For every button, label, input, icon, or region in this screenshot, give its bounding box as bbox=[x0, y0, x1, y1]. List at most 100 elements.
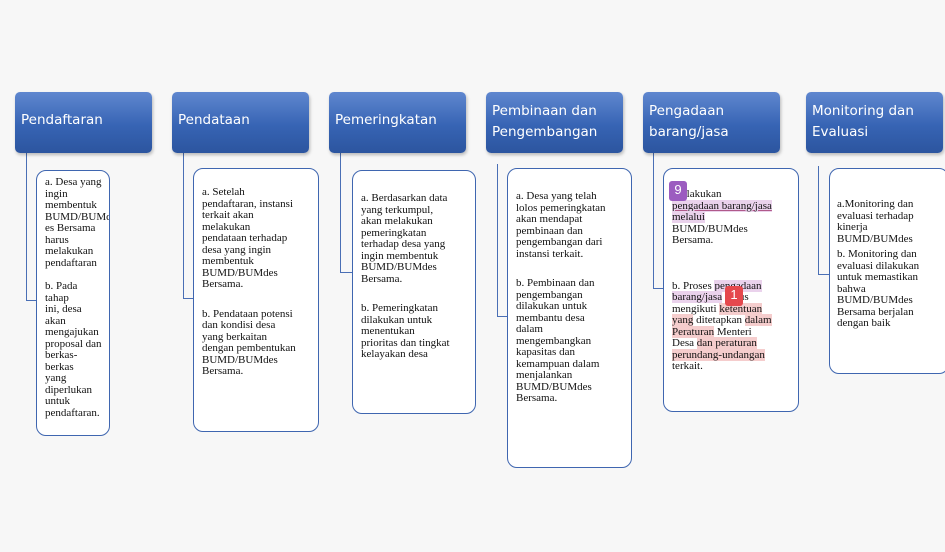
card-paragraph-b: b. Pemeringkatan dilakukan untuk menentu… bbox=[361, 302, 469, 361]
header-line: Pembinaan dan bbox=[492, 103, 597, 119]
text-line: pendaftaran, instansi bbox=[202, 197, 294, 210]
text-line: dengan pembentukan bbox=[202, 342, 296, 354]
text-line: dengan baik bbox=[837, 317, 891, 329]
text-line: pemeringkatan bbox=[361, 226, 427, 239]
connector-2 bbox=[183, 152, 196, 299]
text-line: BUMD/BUMdes bbox=[672, 222, 748, 235]
text-line: Bersama berjalan bbox=[837, 305, 914, 318]
text-line: b. Pendataan potensi bbox=[202, 307, 293, 320]
text-line: BUMD/BUMdes bbox=[837, 232, 913, 245]
text-line: a. Setelah bbox=[202, 186, 245, 198]
text-line: yang berkaitan bbox=[202, 330, 268, 343]
text-line: yang terkumpul, bbox=[361, 203, 434, 216]
stage-header-pemeringkatan: Pemeringkatan bbox=[329, 92, 466, 153]
card-paragraph-b: b. Monitoring dan evaluasi dilakukan unt… bbox=[837, 248, 942, 330]
text-line: kinerja bbox=[837, 221, 868, 233]
stage-card-pembinaan: a. Desa yang telah lolos pemeringkatan a… bbox=[507, 168, 632, 468]
stage-card-pendaftaran: a. Desa yang ingin membentuk BUMD/BUMd e… bbox=[36, 170, 110, 436]
text-line: a. Berdasarkan data bbox=[361, 192, 448, 204]
text-line: ditetapkan bbox=[693, 314, 745, 326]
text-line: instansi terkait. bbox=[516, 247, 584, 260]
text-line: dan kondisi desa bbox=[202, 319, 276, 331]
text-line: BUMD/BUMdes bbox=[361, 261, 437, 273]
header-line: Pendaftaran bbox=[21, 112, 103, 128]
text-line: pendaftaran bbox=[45, 256, 97, 269]
text-line: kelayakan desa bbox=[361, 348, 428, 360]
text-line: ingin bbox=[45, 187, 68, 200]
card-paragraph-b: b. Pada tahap ini, desa akan mengajukan … bbox=[45, 280, 103, 419]
stage-header-monitoring: Monitoring dan Evaluasi bbox=[806, 92, 943, 153]
text-line: kapasitas dan bbox=[516, 346, 575, 358]
text-line: menjalankan bbox=[516, 369, 573, 381]
text-line: diperlukan bbox=[45, 383, 93, 396]
text-line: untuk bbox=[45, 395, 71, 407]
text-line: Bersama. bbox=[361, 272, 403, 285]
stage-header-pendataan: Pendataan bbox=[172, 92, 309, 153]
text-line: BUMD/BUMdes bbox=[516, 380, 592, 393]
connector-4 bbox=[497, 164, 510, 317]
text-line: Bersama. bbox=[516, 392, 558, 404]
text-line: akan melakukan bbox=[361, 215, 433, 227]
text-line: mengajukan bbox=[45, 326, 99, 338]
stage-card-pendataan: a. Setelah pendaftaran, instansi terkait… bbox=[193, 168, 319, 432]
text-line: evaluasi dilakukan bbox=[837, 259, 920, 272]
text-line: pendaftaran. bbox=[45, 406, 100, 419]
stage-header-pengadaan: Pengadaan barang/jasa bbox=[643, 92, 780, 153]
header-line: Pemeringkatan bbox=[335, 112, 437, 128]
text-line: melakukan bbox=[202, 220, 251, 233]
highlighted-text: pengadaan barang/jasa bbox=[672, 199, 772, 212]
header-line: Pengembangan bbox=[492, 124, 598, 140]
highlighted-text: melalui bbox=[672, 211, 705, 223]
card-paragraph-a: a. Desa yang ingin membentuk BUMD/BUMd e… bbox=[45, 176, 109, 269]
text-line: terkait. bbox=[672, 360, 703, 372]
text-line: berkas-berkas bbox=[45, 349, 78, 373]
text-line: membentuk bbox=[202, 255, 254, 267]
text-line: terhadap desa yang bbox=[361, 238, 446, 250]
text-line: dalam bbox=[516, 323, 543, 335]
header-line: Pengadaan bbox=[649, 103, 725, 119]
annotation-badge-1[interactable]: 1 bbox=[725, 286, 743, 306]
text-line: b. Pemeringkatan bbox=[361, 302, 438, 314]
text-line: proposal dan bbox=[45, 337, 102, 350]
text-line: ingin membentuk bbox=[361, 249, 439, 262]
text-line: yang bbox=[45, 372, 67, 384]
card-paragraph-b: b. Pendataan potensi dan kondisi desa ya… bbox=[202, 307, 312, 378]
text-line: menentukan bbox=[361, 325, 415, 337]
text-line: akan mendapat bbox=[516, 213, 583, 225]
card-paragraph-b: b. Pembinaan dan pengembangan dilakukan … bbox=[516, 277, 625, 405]
text-line: BUMD/BUMdes bbox=[837, 294, 913, 306]
text-line: ini, desa akan bbox=[45, 303, 82, 327]
connector-6 bbox=[818, 166, 831, 275]
text-line: dilakukan untuk bbox=[516, 300, 588, 312]
stage-header-pembinaan: Pembinaan dan Pengembangan bbox=[486, 92, 623, 153]
text-line: Desa bbox=[672, 337, 697, 349]
text-line: bahwa bbox=[837, 282, 866, 295]
text-line: BUMD/BUMdes bbox=[202, 266, 278, 279]
text-line: dilakukan untuk bbox=[361, 313, 433, 326]
stage-card-pemeringkatan: a. Berdasarkan data yang terkumpul, akan… bbox=[352, 170, 476, 414]
header-line: barang/jasa bbox=[649, 124, 729, 140]
text-line: harus bbox=[45, 233, 69, 246]
text-line: a. Desa yang telah bbox=[516, 190, 597, 202]
highlighted-text: Peraturan bbox=[672, 325, 715, 338]
text-line: pendataan terhadap bbox=[202, 232, 288, 244]
highlighted-text: dan peraturan bbox=[696, 337, 757, 349]
text-line: kemampuan dalam bbox=[516, 357, 600, 370]
text-line: BUMD/BUMdes bbox=[202, 353, 278, 366]
text-line: Bersama. bbox=[202, 365, 244, 377]
text-line: membentuk bbox=[45, 199, 97, 211]
connector-3 bbox=[340, 152, 355, 273]
card-paragraph-a: a. Setelah pendaftaran, instansi terkait… bbox=[202, 186, 312, 291]
text-line: prioritas dan tingkat bbox=[361, 336, 450, 349]
annotation-badge-9[interactable]: 9 bbox=[669, 181, 687, 201]
header-line: Evaluasi bbox=[812, 124, 869, 140]
stage-header-pendaftaran: Pendaftaran bbox=[15, 92, 152, 153]
text-line: es Bersama bbox=[45, 222, 96, 234]
highlighted-text: yang bbox=[672, 314, 694, 326]
connector-5 bbox=[653, 152, 666, 289]
text-line: evaluasi terhadap bbox=[837, 209, 914, 222]
text-line: b. Proses bbox=[672, 279, 715, 292]
text-line: Bersama. bbox=[672, 234, 714, 246]
text-line: b. Monitoring dan bbox=[837, 248, 917, 260]
